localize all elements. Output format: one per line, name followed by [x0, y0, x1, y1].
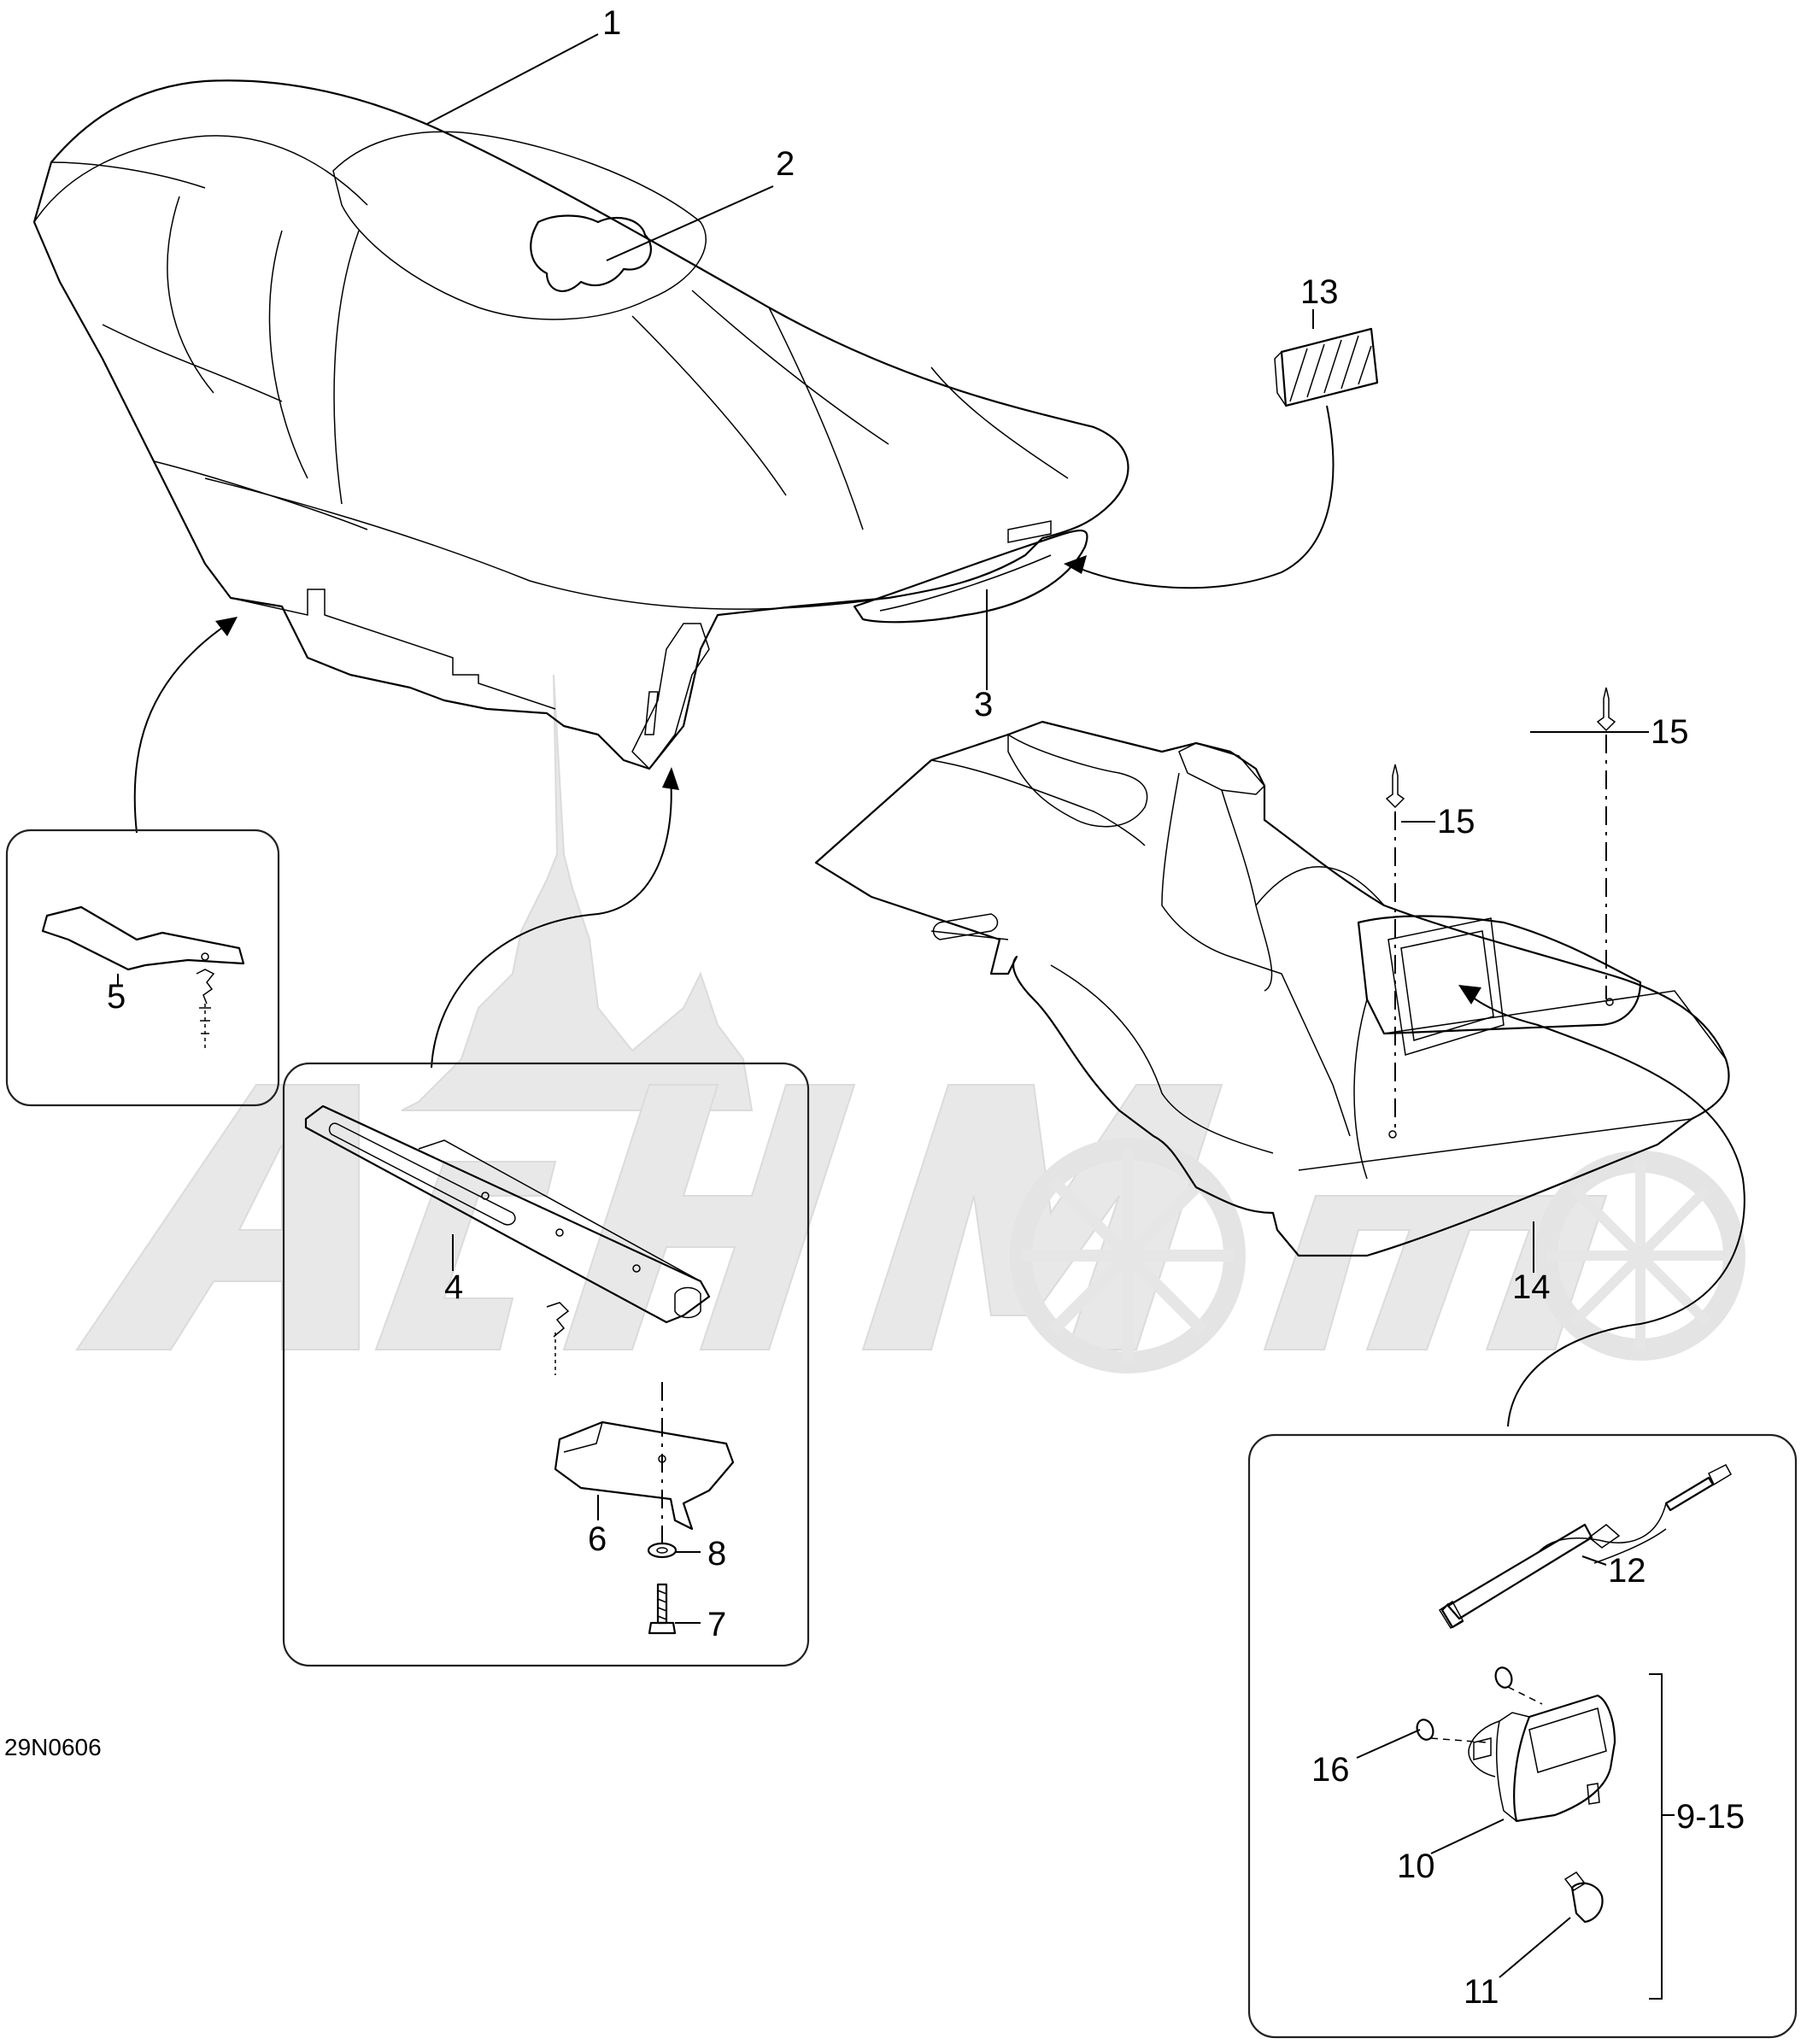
callout-leaders [117, 33, 1649, 1978]
callout-5: 5 [107, 978, 126, 1016]
drawing-code: 29N0606 [4, 1734, 102, 1760]
inset-box-tail-light [1247, 1433, 1798, 2039]
callout-7: 7 [707, 1606, 726, 1643]
callout-10: 10 [1397, 1848, 1435, 1885]
callout-16: 16 [1311, 1751, 1350, 1789]
callout-15-right: 15 [1651, 713, 1689, 751]
callout-1: 1 [602, 4, 621, 42]
callout-14: 14 [1512, 1268, 1551, 1306]
decal-label-part [1274, 327, 1379, 407]
callout-3: 3 [974, 686, 993, 723]
callout-4: 4 [444, 1268, 463, 1306]
inset-box-hinge [5, 829, 280, 1107]
callout-13: 13 [1300, 273, 1339, 311]
rivet-fasteners [1385, 687, 1616, 1132]
callout-2: 2 [776, 145, 795, 183]
callout-11: 11 [1464, 1973, 1499, 2011]
callout-labels: 1 2 3 4 5 6 7 8 10 11 12 13 14 15 15 16 … [4, 4, 1745, 2011]
callout-8: 8 [707, 1535, 726, 1573]
callout-15-left: 15 [1437, 803, 1475, 840]
reference-arrows [133, 405, 1745, 1427]
watermark [75, 674, 1745, 1373]
callout-group-9-15: 9-15 [1676, 1798, 1745, 1836]
inset-box-hinge-plate [282, 1062, 810, 1667]
seat-base [814, 720, 1730, 1257]
callout-12: 12 [1608, 1552, 1646, 1590]
seat-assembly [32, 79, 1129, 770]
callout-6: 6 [588, 1520, 607, 1558]
